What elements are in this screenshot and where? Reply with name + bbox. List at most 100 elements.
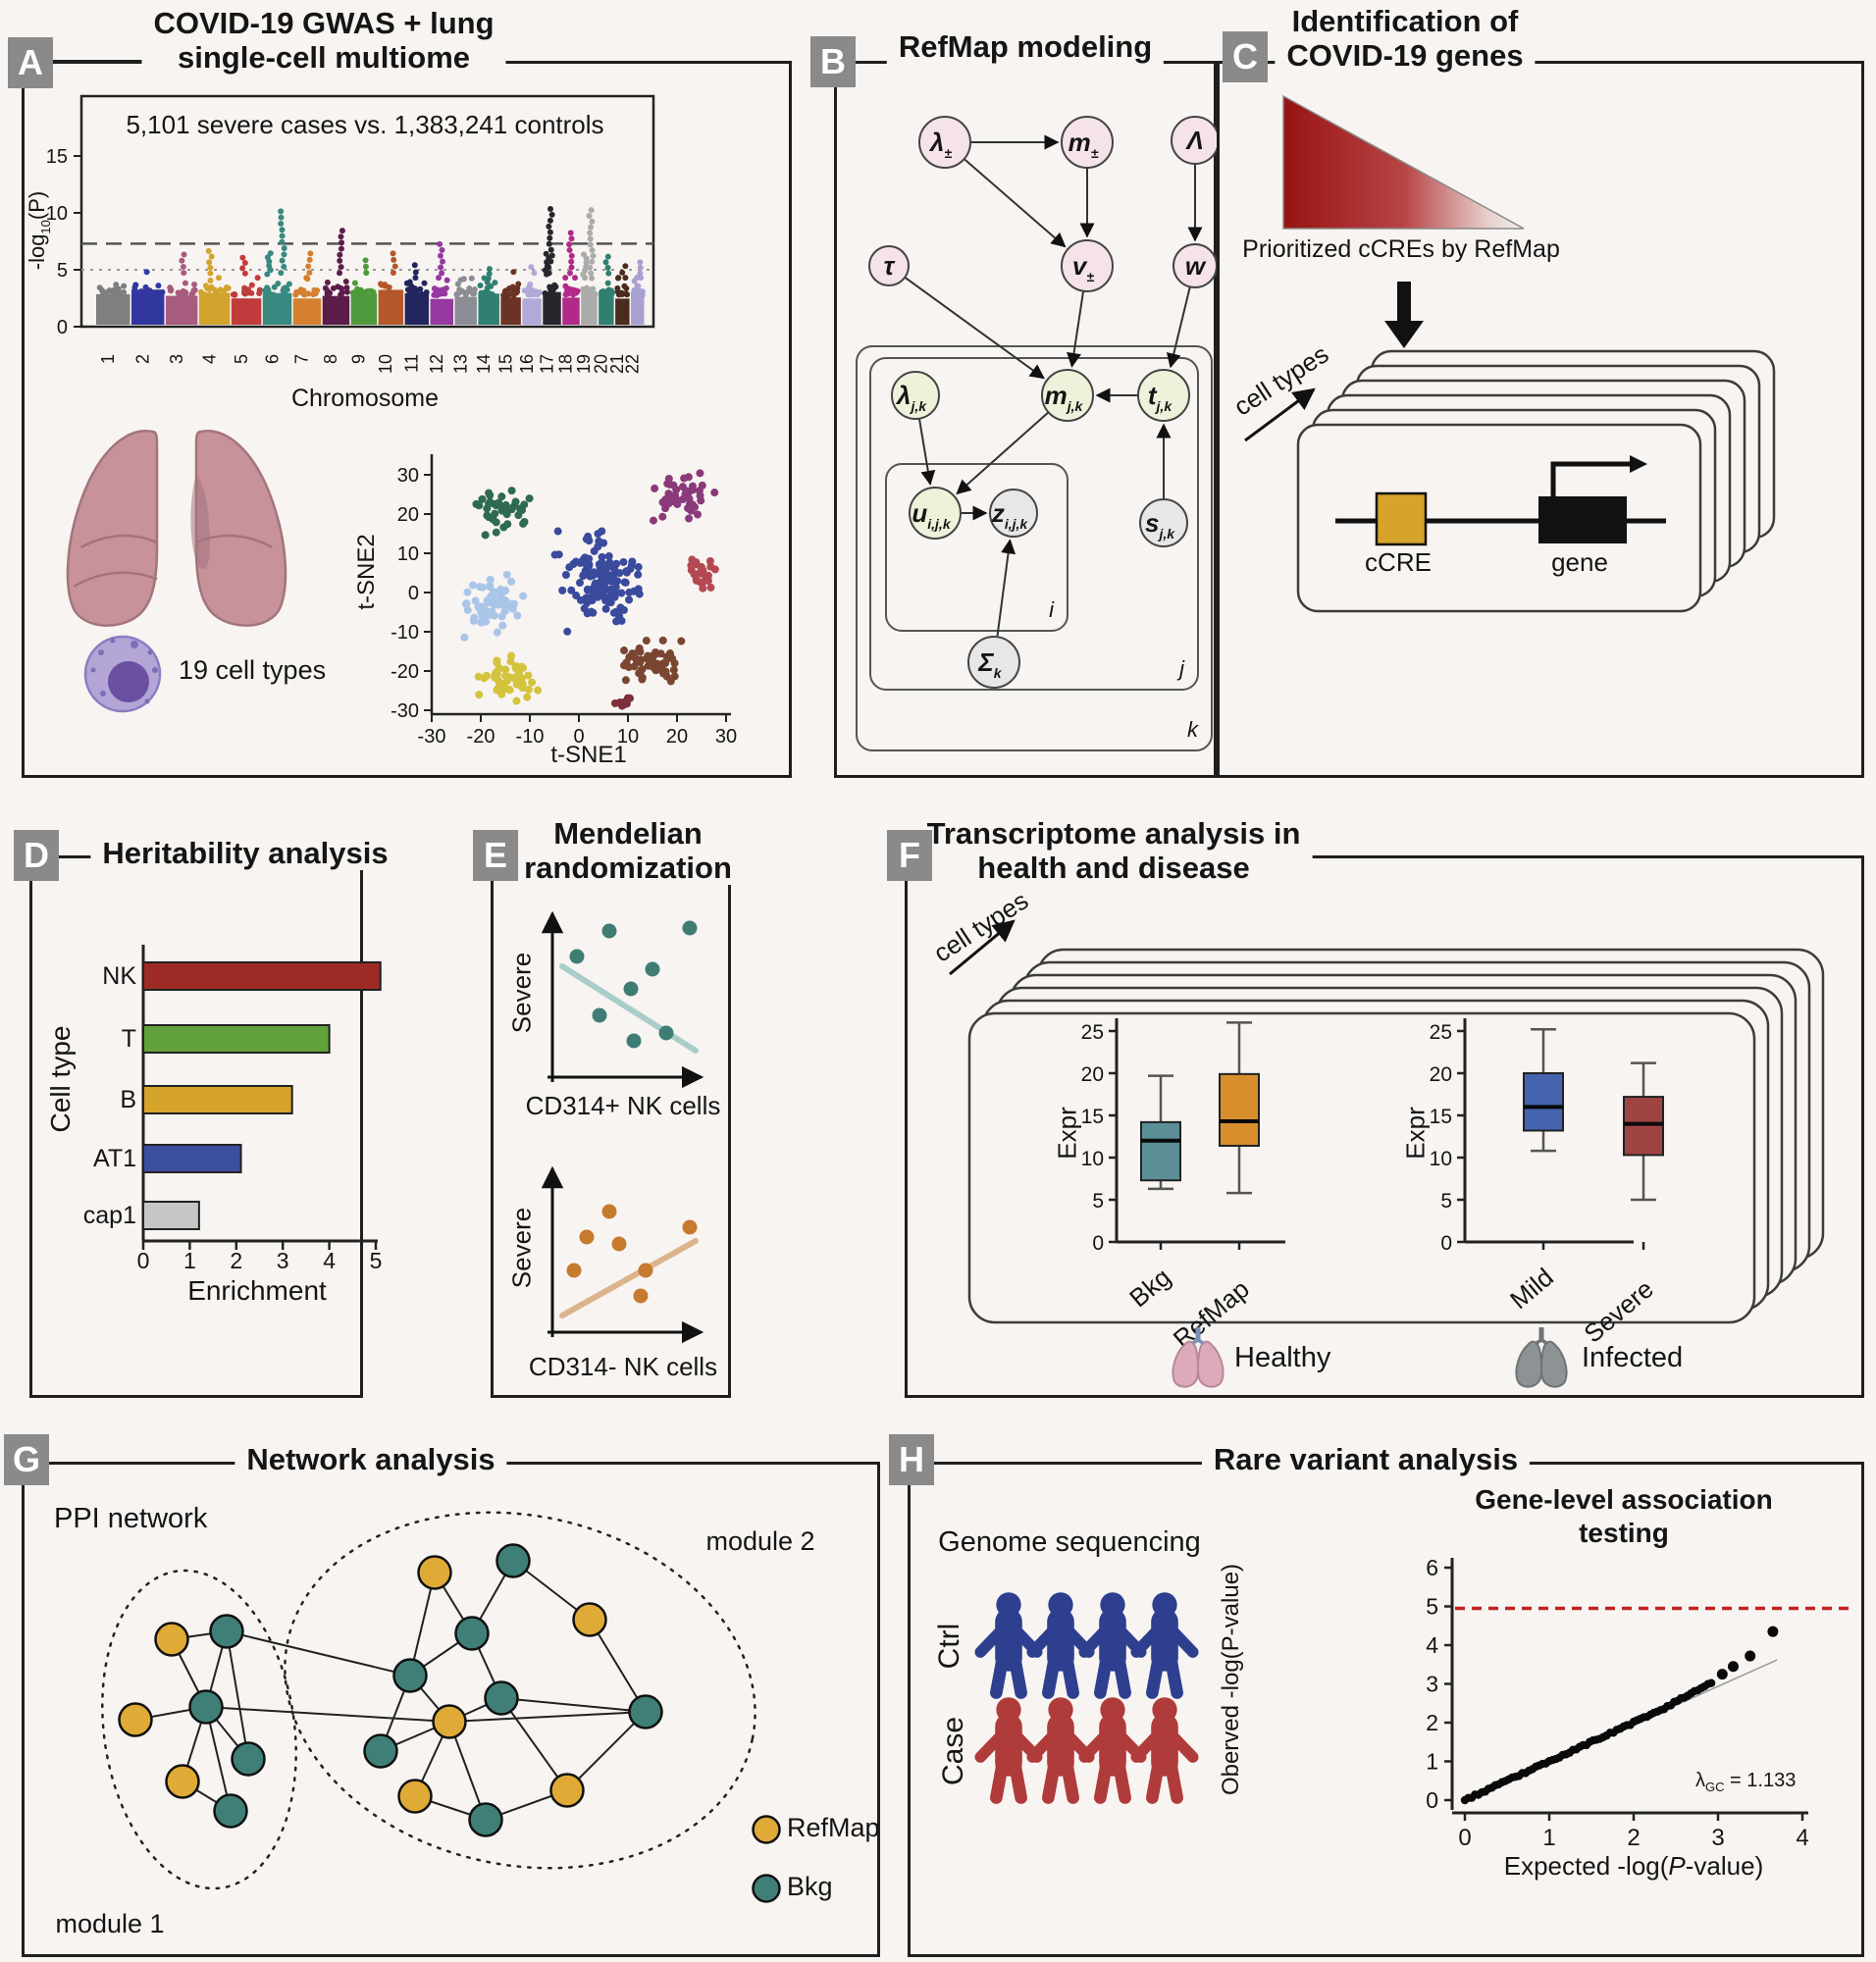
svg-text:10: 10 xyxy=(397,543,419,565)
svg-text:17: 17 xyxy=(537,354,556,374)
svg-text:3: 3 xyxy=(167,354,186,364)
svg-text:0: 0 xyxy=(573,726,584,748)
svg-text:0: 0 xyxy=(1426,1787,1438,1813)
gene-box-icon xyxy=(1538,496,1627,543)
expr-axis-label-right: Expr xyxy=(1400,1107,1431,1160)
svg-text:τ: τ xyxy=(884,251,896,281)
svg-text:j: j xyxy=(1176,656,1185,681)
module2-label: module 2 xyxy=(705,1526,815,1556)
svg-text:20: 20 xyxy=(1430,1063,1452,1086)
case-person-icon xyxy=(1078,1697,1147,1804)
svg-text:Λ: Λ xyxy=(1184,126,1203,155)
badge-d: D xyxy=(14,830,59,881)
legend-refmap-marker xyxy=(752,1815,781,1844)
refmap-node xyxy=(549,1773,585,1808)
svg-text:tj,k: tj,k xyxy=(1148,381,1172,414)
svg-text:0: 0 xyxy=(1440,1232,1452,1255)
refmap-node xyxy=(154,1622,189,1657)
svg-text:15: 15 xyxy=(46,146,68,168)
panel-e-graphics xyxy=(541,910,704,1344)
svg-text:12: 12 xyxy=(427,354,446,374)
svg-text:cap1: cap1 xyxy=(83,1202,136,1229)
svg-text:m±: m± xyxy=(1068,128,1099,161)
svg-text:7: 7 xyxy=(292,354,312,364)
infected-label: Infected xyxy=(1582,1342,1684,1373)
svg-text:-10: -10 xyxy=(516,726,545,748)
cell-type-card-stack-f xyxy=(967,948,1825,1324)
svg-text:4: 4 xyxy=(199,354,219,364)
legend-bkg-marker xyxy=(752,1874,781,1903)
panel-a-title: COVID-19 GWAS + lung single-cell multiom… xyxy=(141,6,506,76)
panel-c-title-line1: Identification of xyxy=(1291,4,1519,38)
case-label: Case xyxy=(937,1716,969,1786)
svg-text:25: 25 xyxy=(1430,1021,1452,1044)
panel-g-graphics xyxy=(101,1511,781,1903)
bkg-node xyxy=(468,1802,503,1837)
svg-text:15: 15 xyxy=(1430,1106,1452,1128)
severe-axis-label-bottom: Severe xyxy=(506,1207,537,1289)
connector-a xyxy=(53,60,171,63)
tsne2-axis-label: t-SNE2 xyxy=(353,534,380,610)
refmap-node xyxy=(417,1555,452,1590)
ctrl-person-icon xyxy=(1130,1592,1199,1699)
panel-b-title: RefMap modeling xyxy=(886,29,1165,65)
svg-text:21: 21 xyxy=(607,354,627,374)
mr-scatter-cd314-pos xyxy=(541,910,704,1089)
qq-title-line2: testing xyxy=(1579,1517,1669,1548)
svg-text:14: 14 xyxy=(474,354,494,374)
svg-text:20: 20 xyxy=(397,504,419,526)
svg-text:0: 0 xyxy=(1092,1232,1104,1255)
svg-text:mj,k: mj,k xyxy=(1045,381,1084,414)
case-person-icon xyxy=(974,1697,1043,1804)
badge-h: H xyxy=(889,1434,934,1485)
svg-text:1: 1 xyxy=(98,354,118,364)
svg-text:4: 4 xyxy=(1426,1632,1438,1658)
case-person-icon xyxy=(1026,1697,1095,1804)
svg-text:v±: v± xyxy=(1072,251,1094,284)
svg-text:5: 5 xyxy=(1426,1594,1438,1620)
bar-cap1 xyxy=(142,1201,200,1230)
svg-text:Expected -log(P-value): Expected -log(P-value) xyxy=(1504,1851,1763,1881)
panel-e-title: Mendelian randomization xyxy=(512,816,744,886)
svg-text:w: w xyxy=(1185,251,1207,281)
ctrl-person-icon xyxy=(974,1592,1043,1699)
badge-b: B xyxy=(810,36,856,87)
svg-text:Σk: Σk xyxy=(977,647,1002,681)
bar-T xyxy=(142,1024,331,1054)
qq-title-line1: Gene-level association xyxy=(1475,1484,1773,1515)
expr-axis-label-left: Expr xyxy=(1052,1107,1082,1160)
svg-text:1: 1 xyxy=(183,1248,196,1273)
svg-text:19: 19 xyxy=(574,354,594,374)
bar-NK xyxy=(142,961,382,991)
cell-icon xyxy=(83,635,162,713)
svg-text:-20: -20 xyxy=(391,661,419,683)
ccre-label: cCRE xyxy=(1365,547,1432,577)
gradient-triangle-icon xyxy=(1282,94,1525,230)
bkg-node xyxy=(392,1658,428,1693)
bkg-node xyxy=(454,1616,490,1651)
tsne1-axis-label: t-SNE1 xyxy=(550,742,627,768)
svg-text:4: 4 xyxy=(1796,1825,1808,1851)
svg-text:1: 1 xyxy=(1542,1825,1555,1851)
ppi-network-label: PPI network xyxy=(54,1503,208,1534)
enrichment-axis-label: Enrichment xyxy=(187,1275,327,1306)
svg-text:15: 15 xyxy=(1081,1106,1104,1128)
svg-text:k: k xyxy=(1187,717,1199,742)
module-1-outline xyxy=(101,1569,297,1890)
panel-a-title-line1: COVID-19 GWAS + lung xyxy=(153,6,495,40)
refmap-node xyxy=(397,1779,433,1814)
ctrl-label: Ctrl xyxy=(933,1623,965,1670)
badge-g: G xyxy=(4,1434,49,1485)
svg-text:13: 13 xyxy=(450,354,470,374)
svg-text:-30: -30 xyxy=(418,726,446,748)
panel-f-title-line1: Transcriptome analysis in xyxy=(926,816,1301,851)
badge-a: A xyxy=(8,37,53,88)
mr-scatter-cd314-neg xyxy=(541,1165,704,1344)
